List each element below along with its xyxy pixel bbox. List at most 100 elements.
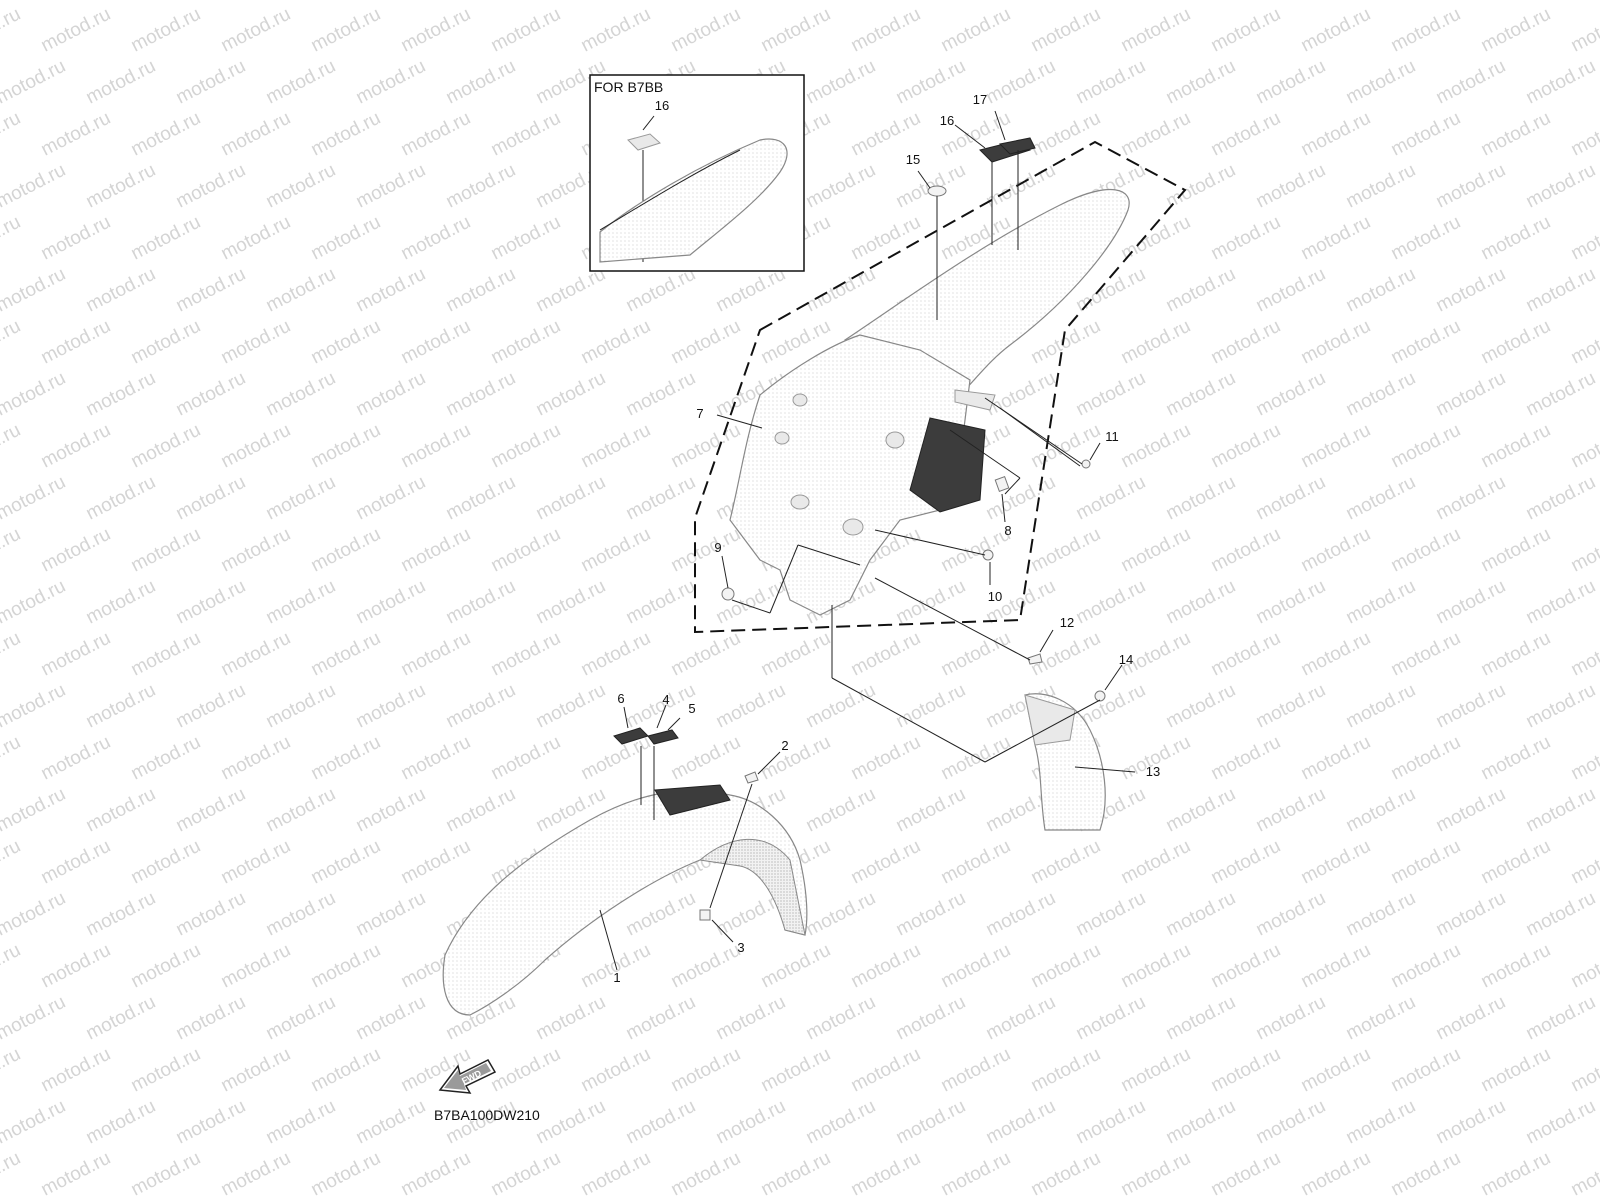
watermark-text: motod.ru xyxy=(1388,108,1464,161)
watermark-text: motod.ru xyxy=(353,0,429,4)
watermark-text: motod.ru xyxy=(1208,524,1284,577)
watermark-text: motod.ru xyxy=(1478,420,1554,473)
watermark-text: motod.ru xyxy=(0,108,24,161)
watermark-text: motod.ru xyxy=(1028,108,1104,161)
watermark-text: motod.ru xyxy=(218,4,294,57)
watermark-text: motod.ru xyxy=(1523,888,1599,941)
watermark-text: motod.ru xyxy=(1433,160,1509,213)
watermark-text: motod.ru xyxy=(353,264,429,317)
watermark-text: motod.ru xyxy=(848,732,924,785)
watermark-text: motod.ru xyxy=(983,56,1059,109)
callout-16: 16 xyxy=(940,113,954,128)
watermark-text: motod.ru xyxy=(83,56,159,109)
watermark-text: motod.ru xyxy=(1568,1148,1600,1200)
watermark-text: motod.ru xyxy=(893,160,969,213)
watermark-text: motod.ru xyxy=(623,576,699,629)
watermark-text: motod.ru xyxy=(1568,4,1600,57)
watermark-text: motod.ru xyxy=(1388,420,1464,473)
watermark-text: motod.ru xyxy=(1118,4,1194,57)
watermark-text: motod.ru xyxy=(308,836,384,889)
watermark-text: motod.ru xyxy=(1208,4,1284,57)
watermark-text: motod.ru xyxy=(398,420,474,473)
watermark-text: motod.ru xyxy=(1343,1096,1419,1149)
watermark-text: motod.ru xyxy=(758,628,834,681)
watermark-text: motod.ru xyxy=(1433,576,1509,629)
watermark-text: motod.ru xyxy=(1163,0,1239,4)
watermark-text: motod.ru xyxy=(1028,524,1104,577)
watermark-text: motod.ru xyxy=(1478,1148,1554,1200)
watermark-text: motod.ru xyxy=(1253,264,1329,317)
watermark-text: motod.ru xyxy=(1388,1148,1464,1200)
watermark-text: motod.ru xyxy=(0,1148,24,1200)
watermark-text: motod.ru xyxy=(128,4,204,57)
callout-2: 2 xyxy=(781,738,788,753)
watermark-text: motod.ru xyxy=(668,316,744,369)
diagram-code: B7BA100DW210 xyxy=(434,1107,540,1123)
watermark-text: motod.ru xyxy=(1568,628,1600,681)
watermark-text: motod.ru xyxy=(1433,56,1509,109)
watermark-text: motod.ru xyxy=(0,992,69,1045)
watermark-text: motod.ru xyxy=(263,888,339,941)
watermark-text: motod.ru xyxy=(308,316,384,369)
watermark-text: motod.ru xyxy=(1298,836,1374,889)
watermark-text: motod.ru xyxy=(0,628,24,681)
watermark-text: motod.ru xyxy=(128,1044,204,1097)
watermark-text: motod.ru xyxy=(578,628,654,681)
watermark-text: motod.ru xyxy=(1208,1044,1284,1097)
watermark-text: motod.ru xyxy=(848,4,924,57)
part-15 xyxy=(927,185,947,197)
watermark-text: motod.ru xyxy=(713,0,789,4)
watermark-text: motod.ru xyxy=(0,784,69,837)
watermark-text: motod.ru xyxy=(353,888,429,941)
watermark-text: motod.ru xyxy=(983,160,1059,213)
watermark-text: motod.ru xyxy=(1523,472,1599,525)
watermark-text: motod.ru xyxy=(1118,940,1194,993)
watermark-text: motod.ru xyxy=(668,1044,744,1097)
watermark-text: motod.ru xyxy=(38,1148,114,1200)
watermark-text: motod.ru xyxy=(1073,0,1149,4)
watermark-text: motod.ru xyxy=(263,0,339,4)
watermark-text: motod.ru xyxy=(1028,836,1104,889)
watermark-text: motod.ru xyxy=(263,680,339,733)
callout-4: 4 xyxy=(662,692,669,707)
watermark-text: motod.ru xyxy=(713,992,789,1045)
watermark-text: motod.ru xyxy=(263,992,339,1045)
watermark-text: motod.ru xyxy=(1073,576,1149,629)
part-14 xyxy=(1094,690,1106,702)
watermark-text: motod.ru xyxy=(83,160,159,213)
watermark-text: motod.ru xyxy=(353,680,429,733)
callout-10: 10 xyxy=(988,589,1002,604)
watermark-text: motod.ru xyxy=(1118,108,1194,161)
watermark-text: motod.ru xyxy=(848,836,924,889)
watermark-text: motod.ru xyxy=(1478,4,1554,57)
watermark-text: motod.ru xyxy=(83,264,159,317)
watermark-text: motod.ru xyxy=(488,1044,564,1097)
watermark-text: motod.ru xyxy=(218,316,294,369)
watermark-text: motod.ru xyxy=(713,680,789,733)
watermark-text: motod.ru xyxy=(398,212,474,265)
watermark-text: motod.ru xyxy=(128,316,204,369)
watermark-text: motod.ru xyxy=(1388,212,1464,265)
watermark-text: motod.ru xyxy=(803,1096,879,1149)
watermark-text: motod.ru xyxy=(1298,212,1374,265)
watermark-text: motod.ru xyxy=(1388,524,1464,577)
watermark-text: motod.ru xyxy=(1253,680,1329,733)
watermark-text: motod.ru xyxy=(1118,1148,1194,1200)
watermark-text: motod.ru xyxy=(398,108,474,161)
watermark-text: motod.ru xyxy=(578,1044,654,1097)
watermark-text: motod.ru xyxy=(1343,160,1419,213)
watermark-text: motod.ru xyxy=(1433,1096,1509,1149)
watermark-text: motod.ru xyxy=(1298,108,1374,161)
watermark-text: motod.ru xyxy=(0,56,69,109)
watermark-text: motod.ru xyxy=(1568,836,1600,889)
watermark-text: motod.ru xyxy=(578,732,654,785)
watermark-text: motod.ru xyxy=(1073,368,1149,421)
watermark-text: motod.ru xyxy=(398,732,474,785)
watermark-text: motod.ru xyxy=(0,732,24,785)
watermark-text: motod.ru xyxy=(353,160,429,213)
watermark-text: motod.ru xyxy=(0,524,24,577)
watermark-text: motod.ru xyxy=(848,212,924,265)
watermark-text: motod.ru xyxy=(848,628,924,681)
watermark-text: motod.ru xyxy=(0,316,24,369)
watermark-text: motod.ru xyxy=(533,368,609,421)
